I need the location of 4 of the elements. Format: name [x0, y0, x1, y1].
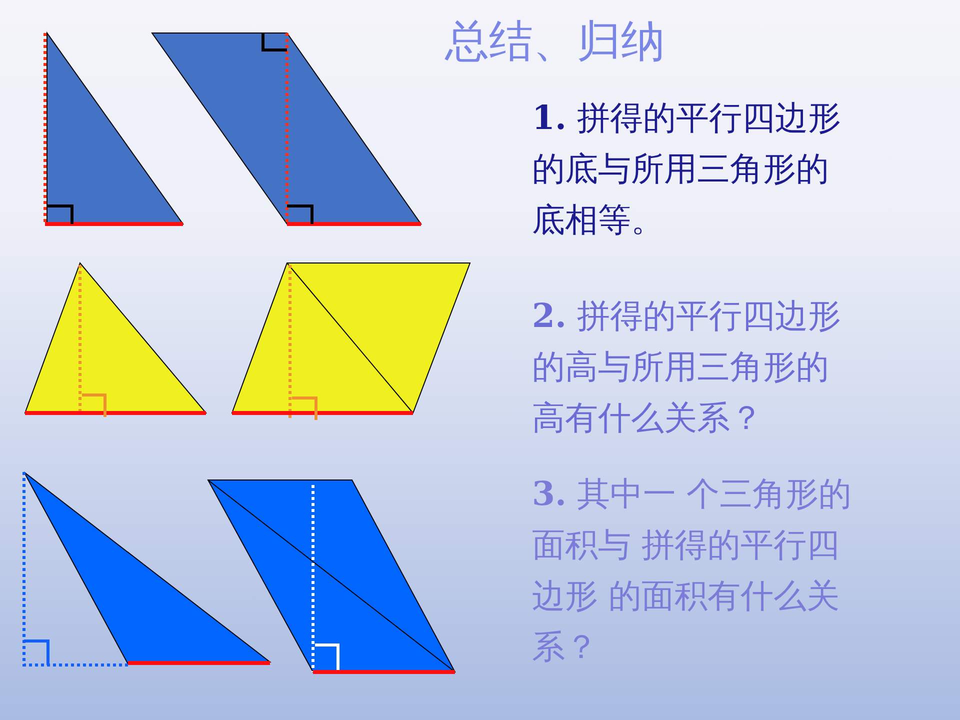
- summary-point: 1. 拼得的平行四边形的底与所用三角形的底相等。: [532, 97, 842, 241]
- summary-point: 3. 其中一 个三角形的面积与 拼得的平行四边形 的面积有什么关系？: [532, 473, 852, 668]
- slide-title: 总结、归纳: [444, 15, 666, 69]
- summary-point: 2. 拼得的平行四边形的高与所用三角形的高有什么关系？: [532, 295, 842, 439]
